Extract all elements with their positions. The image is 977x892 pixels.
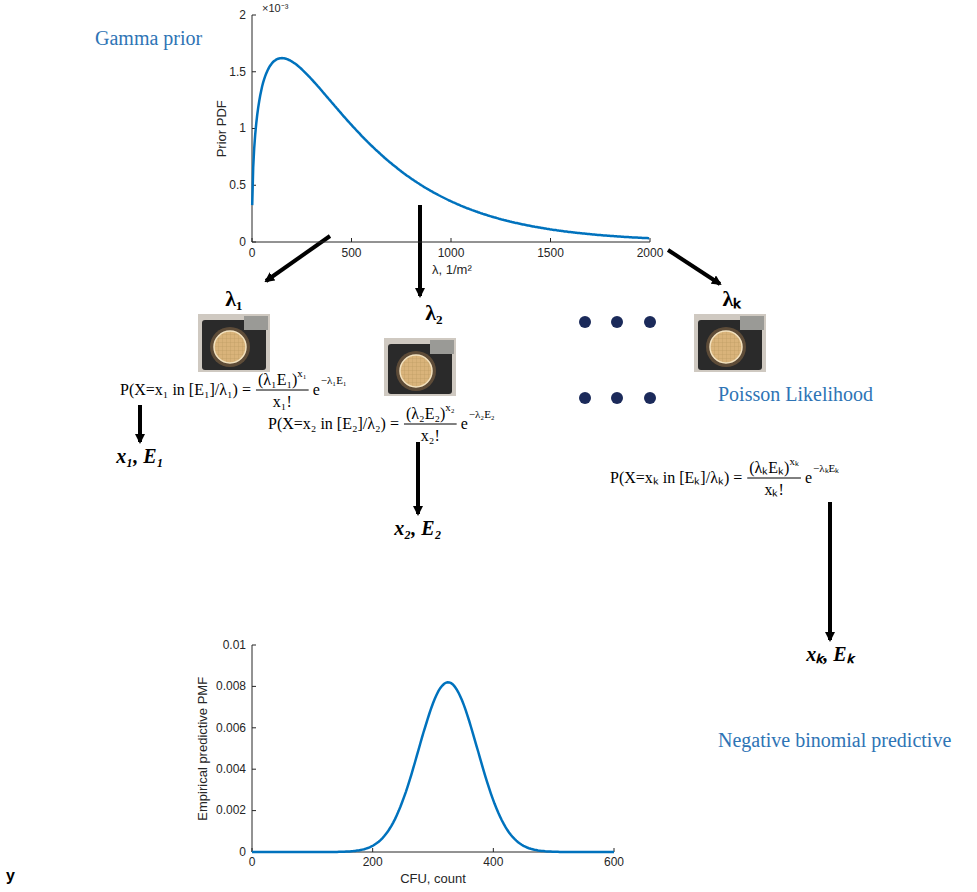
axis-tick	[252, 810, 256, 811]
tick-label: 0.002	[216, 803, 246, 817]
tick-label: 0.5	[229, 178, 246, 192]
axis-tick	[252, 645, 256, 646]
axis-tick	[252, 15, 256, 16]
tick-label: 0.01	[223, 638, 246, 652]
axis-tick	[252, 686, 256, 687]
formula-exponent: x₁	[297, 367, 306, 380]
formula-exponent: −λₖEₖ	[813, 462, 839, 475]
section-label: Poisson Likelihood	[718, 382, 873, 406]
fragment-letter: y	[6, 866, 15, 885]
tick-label: 1	[239, 121, 246, 135]
tick-label: 0	[239, 845, 246, 859]
tick-label: 200	[363, 855, 383, 869]
observation-label: xₖ, Eₖ	[806, 642, 853, 666]
formula-exponent: x₂	[445, 401, 454, 414]
axis-tick	[252, 242, 256, 243]
axis-tick	[252, 71, 256, 72]
observation-label: x₂, E₂	[394, 516, 441, 540]
rate-symbol: λ₂	[425, 300, 442, 326]
formula-numerator: (λ₂E₂)	[406, 404, 445, 423]
axis-tick	[493, 848, 494, 852]
formula-exponent: −λ₂E₂	[469, 408, 495, 421]
prior-curve	[252, 58, 649, 238]
tick-label: 0	[249, 246, 256, 260]
formula-text: e	[461, 414, 468, 433]
photo	[384, 338, 456, 396]
formula-denominator: x₁!	[273, 392, 292, 411]
section-label: Gamma prior	[95, 26, 202, 50]
axis-tick	[372, 848, 373, 852]
axis-tick	[650, 238, 651, 242]
plot-axes	[252, 15, 650, 852]
tick-label: 2000	[637, 246, 664, 260]
tick-label: 1.5	[229, 65, 246, 79]
axis-title: λ, 1/m²	[432, 262, 472, 278]
axis-tick	[351, 238, 352, 242]
observation-label: x₁, E₁	[116, 444, 163, 468]
fraction-bar	[404, 424, 457, 425]
tick-label: 400	[483, 855, 503, 869]
tick-label: 0.008	[216, 679, 246, 693]
tick-label: 1000	[438, 246, 465, 260]
formula-text: e	[805, 468, 812, 487]
formula-numerator: (λₖEₖ)	[749, 458, 789, 477]
axis-tick	[252, 769, 256, 770]
tick-label: 500	[341, 246, 361, 260]
tick-label: 0.006	[216, 721, 246, 735]
axis-tick	[252, 238, 253, 242]
axis-multiplier: ×10⁻³	[262, 2, 288, 15]
tick-label: 2	[239, 8, 246, 22]
axis-title: CFU, count	[400, 871, 466, 887]
ellipsis-dots	[579, 316, 656, 404]
formula-text: P(X=x₂ in [E₂]/λ₂) =	[268, 414, 399, 433]
rate-symbol: λₖ	[723, 286, 742, 312]
section-label: Negative binomial predictive	[718, 728, 951, 752]
formula-exponent: xₖ	[789, 455, 799, 468]
formula-numerator: (λ₁E₁)	[258, 370, 297, 389]
axis-tick	[550, 238, 551, 242]
formula-denominator: xₖ!	[764, 480, 783, 499]
tick-label: 0.004	[216, 762, 246, 776]
formula-denominator: x₂!	[421, 426, 440, 445]
photo	[694, 314, 766, 372]
axis-tick	[252, 727, 256, 728]
fraction-bar	[747, 478, 801, 479]
axis-title: Prior PDF	[214, 100, 230, 157]
rate-symbol: λ₁	[225, 286, 242, 312]
formula-exponent: −λ₁E₁	[321, 374, 347, 387]
tick-label: 600	[604, 855, 624, 869]
predictive-curve	[252, 682, 614, 852]
formula-text: e	[313, 380, 320, 399]
fraction-bar	[256, 390, 309, 391]
tick-label: 0	[239, 235, 246, 249]
axis-tick	[451, 238, 452, 242]
formula-text: P(X=xₖ in [Eₖ]/λₖ) =	[610, 468, 742, 487]
tick-label: 0	[249, 855, 256, 869]
axis-title: Empirical predictive PMF	[195, 677, 211, 821]
tick-label: 1500	[537, 246, 564, 260]
arrow	[140, 205, 830, 640]
photo	[198, 314, 270, 372]
formula-text: P(X=x₁ in [E₁]/λ₁) =	[120, 380, 251, 399]
